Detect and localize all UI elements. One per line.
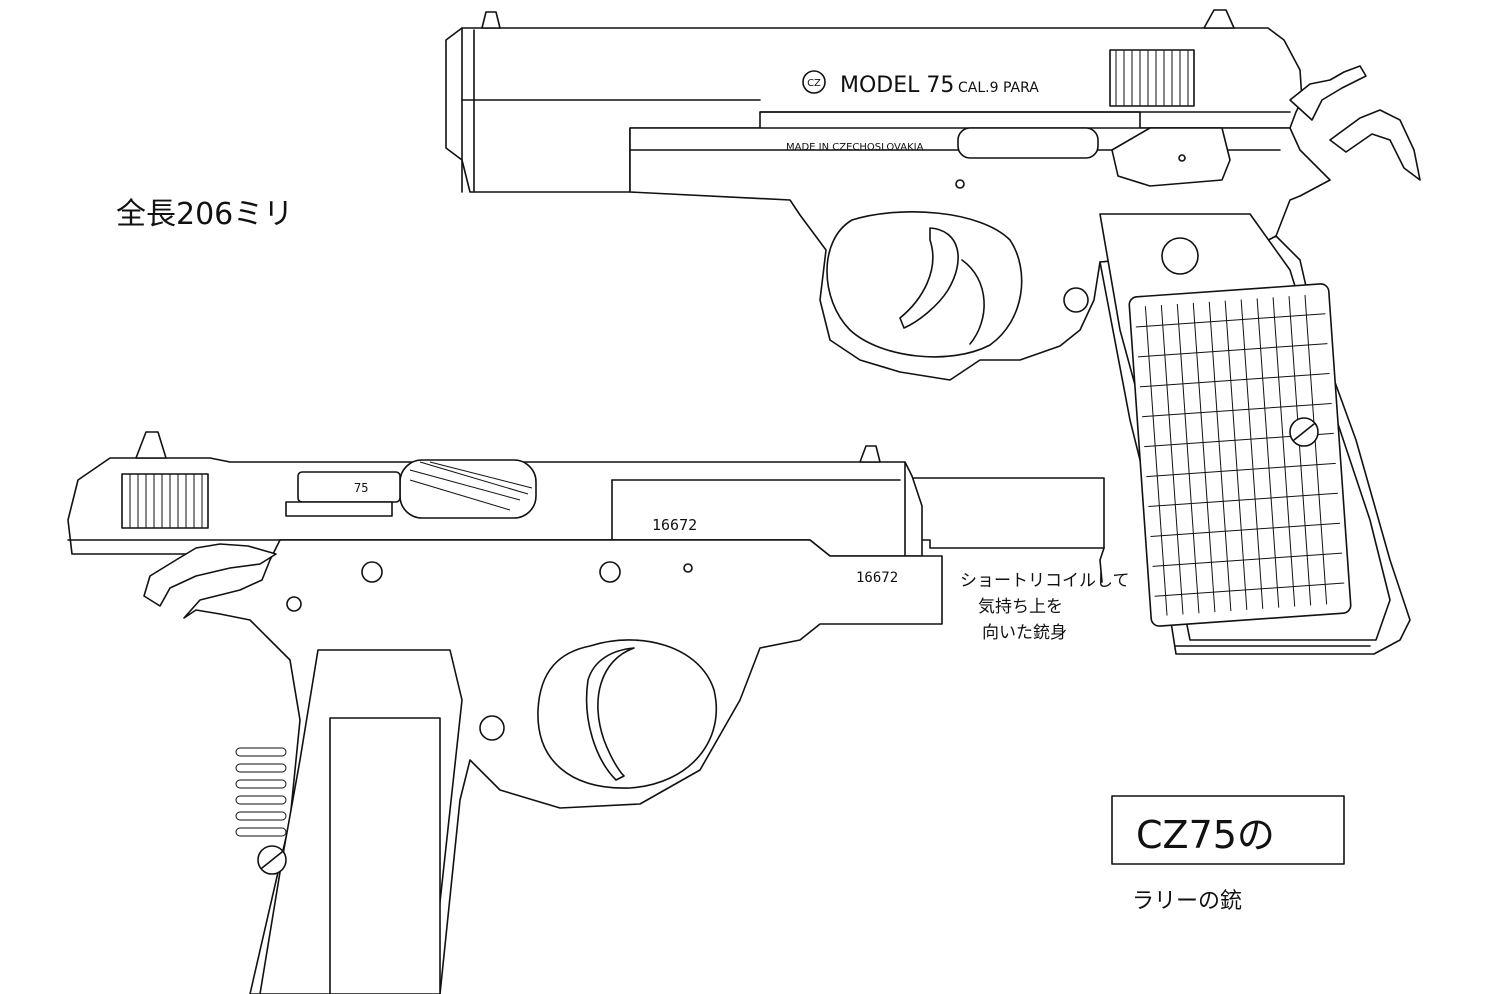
trigger-guard-left [537, 639, 718, 789]
rear-sight-left [135, 431, 167, 459]
recoil-note-line-2: 気持ち上を [978, 597, 1063, 617]
frame-pin-a [361, 561, 383, 583]
frame-pin-hole [955, 179, 965, 189]
pistol-side-view-right: CZ MODEL 75 CAL.9 PARA MADE IN CZECHOSLO… [445, 9, 1421, 655]
recoil-annotation: ショートリコイルして 気持ち上を 向いた銃身 [960, 547, 1130, 643]
ejection-port-shading [409, 461, 533, 511]
slide-model-marking: MODEL 75 [840, 73, 954, 98]
trigger-left [585, 647, 635, 781]
recoil-arrow-icon [1099, 547, 1105, 583]
safety-lever [1111, 127, 1231, 187]
recoil-note-line-3: 向いた銃身 [982, 623, 1067, 643]
hammer [1289, 65, 1367, 121]
slide-stop-lever [957, 127, 1099, 159]
frame-serial: 16672 [856, 570, 898, 586]
title-annotation: CZ75の ラリーの銃 [1111, 795, 1345, 914]
extractor [285, 501, 393, 517]
grip-medallion [1161, 237, 1199, 275]
cz-logo-icon [802, 70, 826, 94]
safety-pin-dot [1178, 154, 1186, 162]
grip-screw-slot-left [261, 851, 283, 869]
trigger-bar [961, 259, 985, 345]
frame-pin-b [599, 561, 621, 583]
grip-grooves-left [235, 747, 287, 837]
cz-logo-text: CZ [807, 78, 821, 89]
barrel-chamber [297, 471, 401, 503]
front-sight [481, 11, 501, 29]
pistol-side-view-left: 75 16672 16672 [67, 431, 1105, 994]
title-box [1111, 795, 1345, 865]
trigger-guard-opening [826, 211, 1023, 358]
frame-pin-c [683, 563, 693, 573]
frame-origin-marking: MADE IN CZECHOSLOVAKIA [786, 142, 924, 153]
hammer-pin [286, 596, 302, 612]
slide-serrations [1109, 49, 1195, 107]
slide-serrations-left [121, 473, 209, 529]
frame-outline [629, 127, 1331, 381]
slide-serial: 16672 [652, 516, 697, 534]
front-sight-left [859, 445, 881, 463]
hammer-left [143, 543, 277, 607]
rear-sight [1203, 9, 1235, 29]
magazine-window [329, 717, 441, 994]
hammer-spur [1329, 109, 1421, 181]
takedown-pin [1063, 287, 1089, 313]
grip-checkering [1128, 283, 1352, 627]
grip-checkering-pattern [1135, 295, 1345, 616]
barrel-stamp: 75 [354, 481, 368, 495]
grip-screw-slot [1293, 423, 1315, 441]
takedown-pin-left [479, 715, 505, 741]
total-length-note: 全長206ミリ [116, 197, 293, 232]
trigger [899, 227, 959, 329]
recoil-note-line-1: ショートリコイルして [960, 571, 1130, 591]
ejection-port [399, 459, 537, 519]
slide-caliber-marking: CAL.9 PARA [958, 80, 1039, 96]
subtitle-text: ラリーの銃 [1132, 889, 1242, 914]
title-text: CZ75の [1136, 813, 1275, 857]
